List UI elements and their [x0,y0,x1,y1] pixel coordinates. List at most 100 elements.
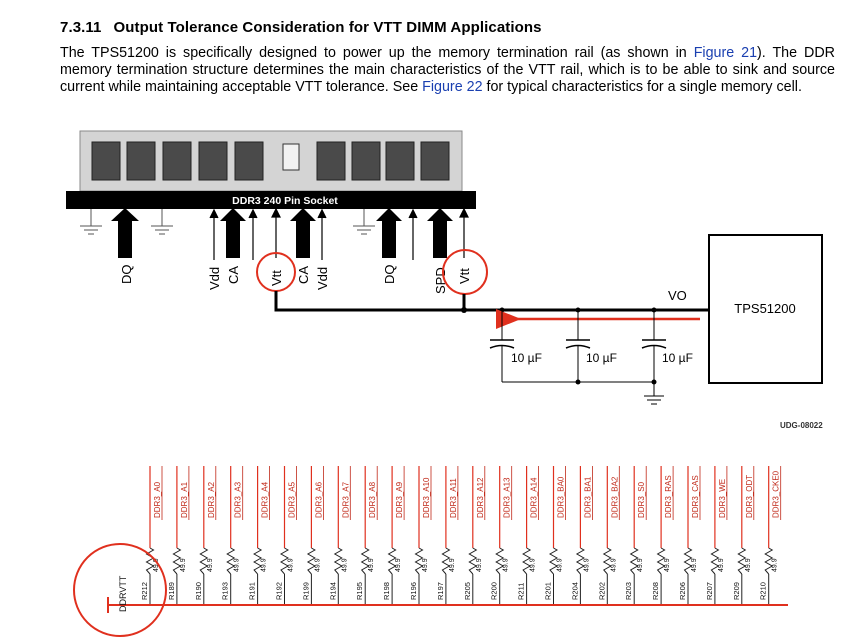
net-label: DDR3_BA2 [610,476,619,518]
net-label: DDR3_BA0 [557,476,566,518]
net-label: DDR3_WE [718,479,727,518]
net-label: DDR3_A5 [288,481,297,518]
resistor-value: 49.9 [583,558,590,572]
resistor-ref: R211 [517,583,526,600]
pin-labels: DQ Vdd CA Vtt CA Vdd DQ SPD Vtt [119,265,472,295]
bus-arrows [111,208,453,258]
resistor-symbol [199,547,209,575]
section-title: Output Tolerance Consideration for VTT D… [113,19,542,36]
pin-label-ca-1: CA [226,266,241,284]
resistor-value: 49.9 [368,558,375,572]
resistor-symbol [737,547,747,575]
resistor-symbol [495,547,505,575]
pin-label-vtt-2: Vtt [457,268,472,284]
dimm-notch [282,143,300,171]
resistor-value: 49.9 [664,558,671,572]
resistor-ref: R197 [436,582,445,600]
paragraph-text-2: ). The DDR memory termination structure … [60,45,835,96]
resistor-ref: R192 [275,582,284,600]
resistor-value: 49.9 [180,558,187,572]
resistor-ref: R202 [597,582,606,600]
net-label: DDR3_A11 [449,478,458,518]
net-label: DDR3_A12 [476,477,485,518]
resistor-symbol [629,547,639,575]
resistor-value: 49.9 [153,558,160,572]
resistor-value: 49.9 [745,558,752,572]
cap-label-3: 10 µF [662,351,693,365]
resistor-value: 49.9 [718,558,725,572]
resistor-ref: R196 [409,582,418,600]
socket-label: DDR3 240 Pin Socket [232,195,338,207]
figure-22-link[interactable]: Figure 22 [422,79,483,96]
resistor-ref: R189 [167,582,176,600]
rail-highlight-circle [73,543,167,637]
resistor-symbol [279,547,290,575]
net-label: DDR3_A13 [503,477,512,518]
resistor-ref: R194 [328,582,337,600]
net-label: DDR3_CKE0 [772,470,781,518]
net-label: DDR3_A10 [422,477,431,518]
resistor-ref: R199 [301,582,310,600]
resistor-symbol [764,547,774,575]
resistor-symbol [656,547,666,575]
figure-id: UDG-08022 [780,421,823,430]
net-label: DDR3_A3 [234,481,243,518]
net-label: DDR3_A7 [341,481,350,518]
resistor-symbol [414,547,424,575]
resistor-value: 49.9 [476,558,483,572]
capacitor-network [489,310,667,405]
net-label: DDR3_A0 [153,481,162,518]
pin-label-spd: SPD [433,267,448,294]
resistor-symbol [172,547,182,575]
net-label: DDR3_RAS [664,475,673,518]
resistor-ref: R207 [705,582,714,600]
resistor-ref: R205 [463,582,472,600]
dimm-module [79,130,463,192]
net-label: DDR3_CAS [691,475,700,518]
resistor-value: 49.9 [772,558,779,572]
resistor-value: 49.9 [503,558,510,572]
pin-label-ca-2: CA [296,266,311,284]
net-label: DDR3_S0 [637,481,646,518]
resistor-value: 49.9 [395,558,402,572]
thin-pin-arrows [209,208,418,260]
figure-21-link[interactable]: Figure 21 [693,45,758,61]
resistor-ref: R198 [382,582,391,600]
body-paragraph: The TPS51200 is specifically designed to… [60,45,835,97]
resistor-symbol [441,547,451,575]
paragraph-text-3: for typical characteristics for a single… [482,79,802,96]
resistor-symbol [468,547,478,575]
cap-label-1: 10 µF [511,351,542,365]
pin-label-vdd-2: Vdd [315,267,330,290]
resistor-value: 49.9 [449,558,456,572]
paragraph-text-1: The TPS51200 is specifically designed to… [60,45,694,61]
tps51200-ic [708,234,823,384]
resistor-ref: R209 [732,582,741,600]
socket-grounds [80,209,375,235]
cap-label-2: 10 µF [586,351,617,365]
resistor-value: 49.9 [341,558,348,572]
resistor-value: 49.9 [288,558,295,572]
rail-label: DDRVTT [118,575,128,612]
resistor-value: 49.9 [314,558,321,572]
resistor-symbol [360,547,370,575]
resistor-ref: R208 [651,582,660,600]
resistor-symbol [333,547,343,575]
